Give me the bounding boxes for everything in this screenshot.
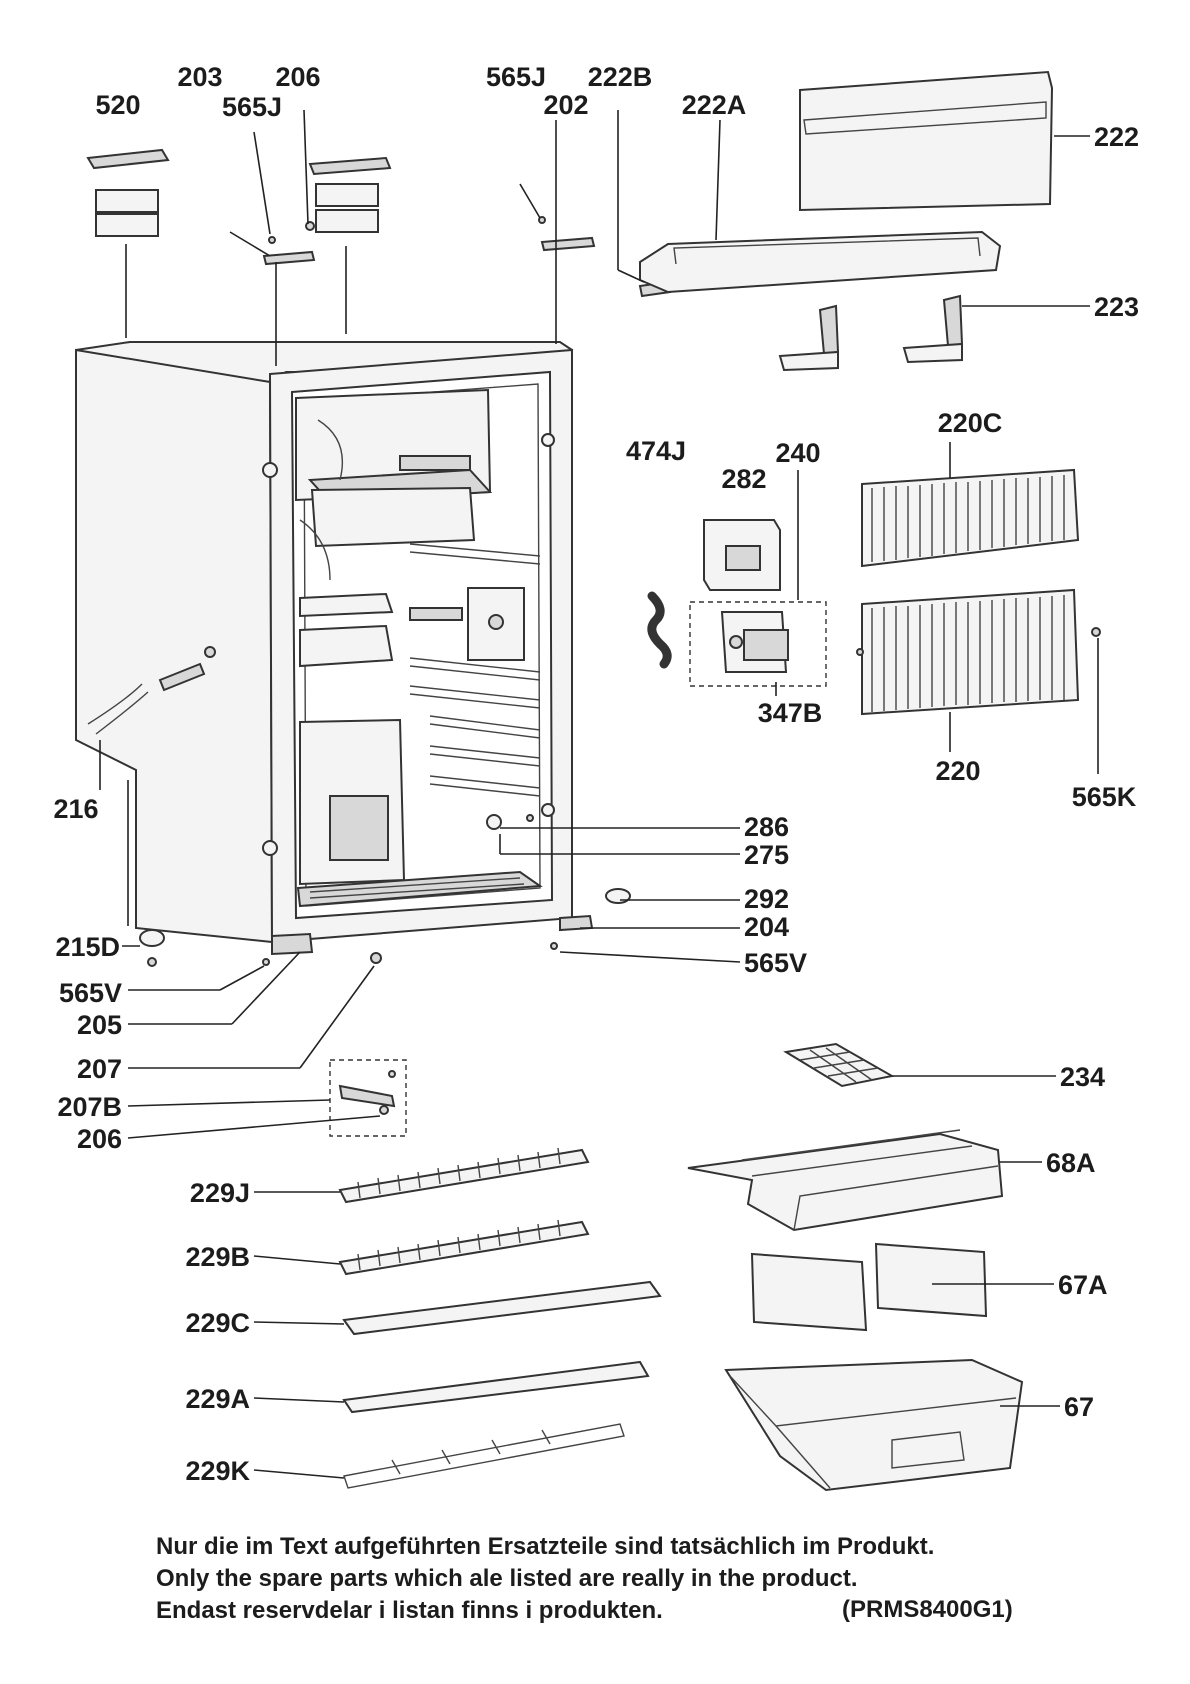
label-205: 205 <box>77 1010 122 1040</box>
label-292: 292 <box>744 884 789 914</box>
crisper-67 <box>724 1358 1024 1492</box>
model-reference: (PRMS8400G1) <box>842 1596 1013 1623</box>
label-220: 220 <box>935 756 980 786</box>
wire-shelves <box>338 1147 662 1489</box>
note-swedish: Endast reservdelar i listan finns i prod… <box>156 1597 663 1624</box>
label-520: 520 <box>95 90 140 120</box>
label-67: 67 <box>1064 1392 1094 1422</box>
thermostat-parts <box>689 519 827 687</box>
tube-474j <box>647 591 672 669</box>
label-206: 206 <box>275 62 320 92</box>
label-565j: 565J <box>486 62 546 92</box>
door-panels <box>856 468 1101 716</box>
label-229a: 229A <box>185 1384 250 1414</box>
label-203: 203 <box>177 62 222 92</box>
label-68a: 68A <box>1046 1148 1096 1178</box>
label-229b: 229B <box>185 1242 250 1272</box>
label-347b: 347B <box>758 698 823 728</box>
label-220c: 220C <box>938 408 1003 438</box>
note-english: Only the spare parts which ale listed ar… <box>156 1565 858 1592</box>
label-565j: 565J <box>222 92 282 122</box>
freezer-box-68a <box>687 1129 1004 1232</box>
door-hinges <box>778 294 964 372</box>
label-202: 202 <box>543 90 588 120</box>
side-part-216 <box>87 646 216 735</box>
label-206: 206 <box>77 1124 122 1154</box>
top-hinge-parts <box>86 148 672 298</box>
label-229k: 229K <box>185 1456 250 1486</box>
label-565v: 565V <box>59 978 122 1008</box>
note-german: Nur die im Text aufgeführten Ersatzteile… <box>156 1533 935 1560</box>
part-labels: 520 203 565J 206 565J 202 222B 222A 222 … <box>53 62 1139 1486</box>
label-240: 240 <box>775 438 820 468</box>
freezer-door <box>639 70 1054 294</box>
label-565k: 565K <box>1072 782 1137 812</box>
label-229c: 229C <box>185 1308 250 1338</box>
label-215d: 215D <box>55 932 120 962</box>
fridge-cabinet <box>75 341 594 956</box>
label-282: 282 <box>721 464 766 494</box>
label-234: 234 <box>1060 1062 1105 1092</box>
label-474j: 474J <box>626 436 686 466</box>
label-229j: 229J <box>190 1178 250 1208</box>
label-216: 216 <box>53 794 98 824</box>
label-222b: 222B <box>588 62 653 92</box>
label-223: 223 <box>1094 292 1139 322</box>
label-222a: 222A <box>682 90 747 120</box>
small-bottom-parts <box>139 814 631 1137</box>
label-204: 204 <box>744 912 789 942</box>
label-286: 286 <box>744 812 789 842</box>
label-67a: 67A <box>1058 1270 1108 1300</box>
label-207b: 207B <box>57 1092 122 1122</box>
label-207: 207 <box>77 1054 122 1084</box>
door-shelves-67a <box>750 1242 988 1332</box>
leader-lines <box>99 109 1099 1479</box>
label-565v: 565V <box>744 948 807 978</box>
label-222: 222 <box>1094 122 1139 152</box>
label-275: 275 <box>744 840 789 870</box>
ice-tray <box>783 1042 895 1088</box>
